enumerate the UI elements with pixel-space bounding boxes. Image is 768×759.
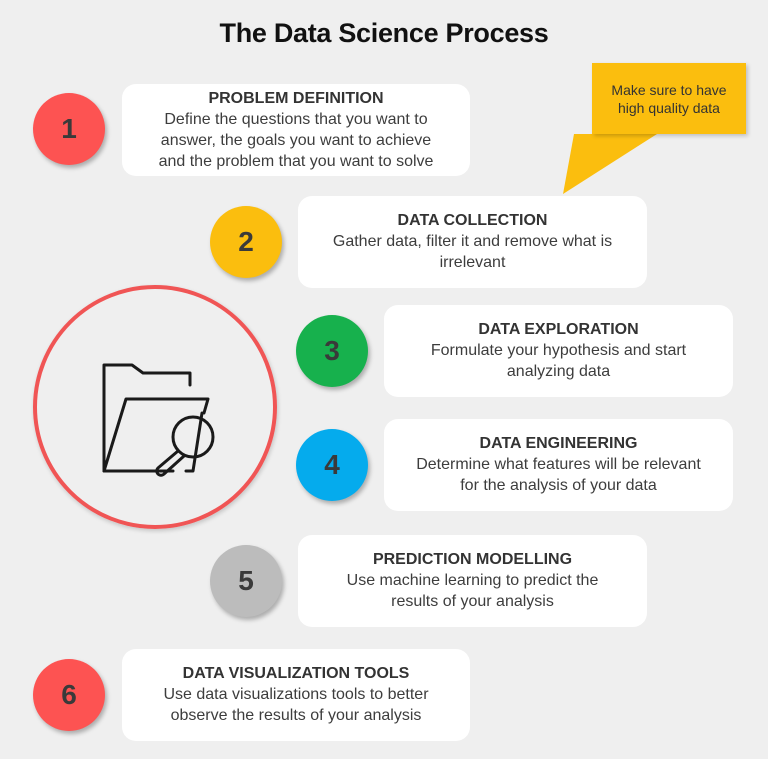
page-title: The Data Science Process bbox=[219, 18, 549, 48]
step-2-title: DATA COLLECTION bbox=[397, 212, 548, 229]
step-1-desc-line2: answer, the goals you want to achieve bbox=[160, 131, 432, 149]
step-4-badge: 4 bbox=[296, 429, 368, 501]
step-5-title: PREDICTION MODELLING bbox=[372, 551, 573, 568]
folder-search-icon bbox=[102, 363, 215, 477]
step-3-badge: 3 bbox=[296, 315, 368, 387]
step-1-desc-line3: and the problem that you want to solve bbox=[158, 152, 434, 170]
step-1-card: PROBLEM DEFINITION Define the questions … bbox=[122, 84, 470, 176]
step-3-card: DATA EXPLORATION Formulate your hypothes… bbox=[384, 305, 733, 397]
step-3-desc-line2: analyzing data bbox=[506, 363, 611, 380]
step-1-desc-line1: Define the questions that you want to bbox=[164, 110, 428, 128]
step-1-title: PROBLEM DEFINITION bbox=[208, 89, 384, 107]
step-6-badge: 6 bbox=[33, 659, 105, 731]
callout-tail bbox=[563, 134, 657, 194]
step-3-title: DATA EXPLORATION bbox=[478, 321, 639, 338]
step-6-desc-line2: observe the results of your analysis bbox=[170, 707, 422, 724]
callout-text-line1: Make sure to have bbox=[611, 81, 727, 98]
step-6-desc-line1: Use data visualizations tools to better bbox=[163, 686, 429, 703]
step-4-desc-line2: for the analysis of your data bbox=[460, 477, 657, 494]
step-6-card: DATA VISUALIZATION TOOLS Use data visual… bbox=[122, 649, 470, 741]
step-5-desc-line1: Use machine learning to predict the bbox=[346, 572, 599, 589]
step-2-desc-line1: Gather data, filter it and remove what i… bbox=[332, 233, 613, 250]
callout-note: Make sure to have high quality data bbox=[592, 63, 746, 134]
step-1-badge: 1 bbox=[33, 93, 105, 165]
callout-text-line2: high quality data bbox=[618, 99, 720, 116]
step-3-desc-line1: Formulate your hypothesis and start bbox=[430, 342, 687, 359]
step-4-desc-line1: Determine what features will be relevant bbox=[416, 456, 701, 473]
step-4-title: DATA ENGINEERING bbox=[479, 435, 638, 452]
step-6-title: DATA VISUALIZATION TOOLS bbox=[182, 665, 410, 682]
center-icon-ring bbox=[33, 285, 277, 529]
step-2-card: DATA COLLECTION Gather data, filter it a… bbox=[298, 196, 647, 288]
step-2-desc-line2: irrelevant bbox=[439, 254, 506, 271]
step-4-card: DATA ENGINEERING Determine what features… bbox=[384, 419, 733, 511]
step-5-card: PREDICTION MODELLING Use machine learnin… bbox=[298, 535, 647, 627]
step-2-badge: 2 bbox=[210, 206, 282, 278]
step-5-desc-line2: results of your analysis bbox=[391, 593, 554, 610]
step-5-badge: 5 bbox=[210, 545, 282, 617]
